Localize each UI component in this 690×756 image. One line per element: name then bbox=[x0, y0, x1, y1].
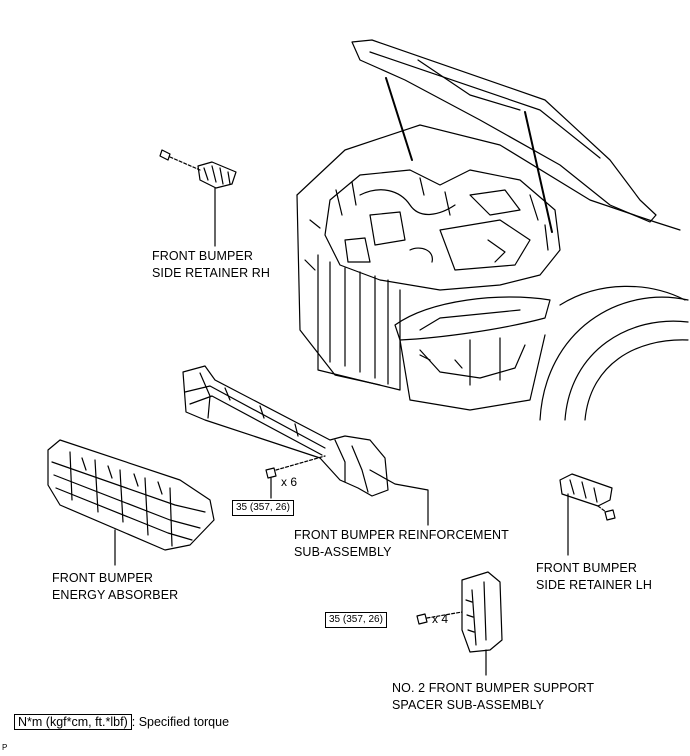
side-retainer-lh-label-line2: SIDE RETAINER LH bbox=[536, 578, 652, 592]
bumper-reinforcement-part bbox=[182, 365, 429, 526]
torque-legend: N*m (kgf*cm, ft.*lbf): Specified torque bbox=[14, 714, 230, 730]
vehicle-front-end bbox=[296, 39, 689, 421]
side-retainer-rh-label-line1: FRONT BUMPER bbox=[152, 249, 253, 263]
reinforcement-torque-box: 35 (357, 26) bbox=[232, 500, 294, 516]
side-retainer-lh-part bbox=[559, 473, 616, 556]
energy-absorber-label-line2: ENERGY ABSORBER bbox=[52, 588, 179, 602]
side-retainer-rh-part bbox=[159, 149, 237, 247]
torque-unit-box: N*m (kgf*cm, ft.*lbf) bbox=[14, 714, 132, 730]
reinforcement-bolt-quantity: x 6 bbox=[281, 475, 298, 489]
reinforcement-label-line2: SUB-ASSEMBLY bbox=[294, 545, 392, 559]
support-spacer-part bbox=[416, 571, 503, 676]
side-retainer-lh-label-line1: FRONT BUMPER bbox=[536, 561, 637, 575]
energy-absorber-part bbox=[47, 439, 215, 566]
support-spacer-torque-box: 35 (357, 26) bbox=[325, 612, 387, 628]
support-spacer-bolt-quantity: x 4 bbox=[432, 612, 449, 626]
side-retainer-rh-label-line2: SIDE RETAINER RH bbox=[152, 266, 271, 280]
reinforcement-label-line1: FRONT BUMPER REINFORCEMENT bbox=[294, 528, 509, 542]
support-spacer-label-line2: SPACER SUB-ASSEMBLY bbox=[392, 698, 545, 712]
support-spacer-label-line1: NO. 2 FRONT BUMPER SUPPORT bbox=[392, 681, 595, 695]
page-code: P bbox=[2, 743, 8, 752]
torque-legend-text: : Specified torque bbox=[131, 715, 230, 729]
energy-absorber-label-line1: FRONT BUMPER bbox=[52, 571, 153, 585]
